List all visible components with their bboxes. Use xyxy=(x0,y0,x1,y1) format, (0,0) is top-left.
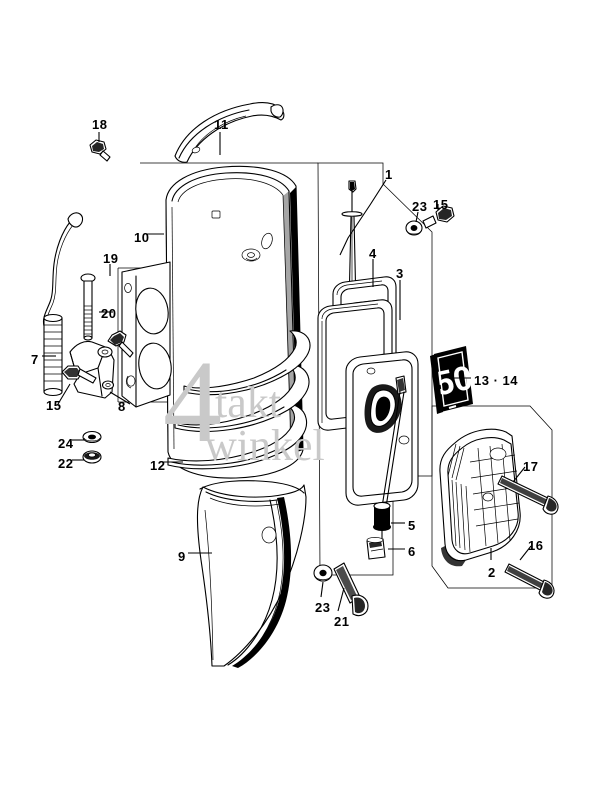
part-15-hex-bolt-left xyxy=(61,365,97,384)
part-7-cable-adjuster xyxy=(42,212,84,397)
callout-number: 1 xyxy=(385,167,393,182)
callout-number: 15 xyxy=(46,398,62,413)
callout-number: 16 xyxy=(528,538,544,553)
callout-number: 2 xyxy=(488,565,496,580)
part-17-lens-screw-long xyxy=(497,475,559,515)
callout-number: 10 xyxy=(134,230,150,245)
part-18-fender-screw xyxy=(89,139,111,162)
part-13-speed-plate-50: 50 xyxy=(430,346,476,414)
callout-number: 12 xyxy=(150,458,166,473)
callout-number: 18 xyxy=(92,117,108,132)
part-23-flat-washer-bottom xyxy=(313,564,333,582)
callout-number: 24 xyxy=(58,436,74,451)
callout-number: 19 xyxy=(103,251,119,266)
callout-number: 3 xyxy=(396,266,404,281)
part-2-tail-light-lens xyxy=(439,428,521,567)
part-9-rear-fender-lower-section xyxy=(196,480,307,668)
callout-number: 8 xyxy=(118,399,126,414)
callout-number: 20 xyxy=(101,306,117,321)
part-5-wire-grommet xyxy=(373,501,391,539)
part-22-lock-nut xyxy=(82,450,102,464)
callout-number: 6 xyxy=(408,544,416,559)
callout-number: 11 xyxy=(214,117,229,132)
callout-number: 13 · 14 xyxy=(474,373,518,388)
part-16-lens-screw-short xyxy=(504,563,555,599)
callout-number: 17 xyxy=(523,459,539,474)
callout-number: 22 xyxy=(58,456,74,471)
part-19-bracket-screw xyxy=(107,330,134,358)
part-23-flat-washer-top xyxy=(405,220,423,236)
part-8-mounting-bracket xyxy=(69,261,172,408)
leader-lines xyxy=(42,132,532,612)
part-15-hex-bolt-top xyxy=(422,205,455,229)
part-10-rear-fender-main-panel xyxy=(165,165,304,479)
part-24-spring-washer xyxy=(82,430,102,444)
callout-number: 23 xyxy=(412,199,428,214)
part-11-fender-trim-moulding xyxy=(174,102,285,163)
part-21-pan-head-bolt xyxy=(333,562,369,617)
part-6-rubber-bush xyxy=(366,537,386,560)
callout-number: 15 xyxy=(433,197,449,212)
callout-number: 21 xyxy=(334,614,350,629)
callout-number: 7 xyxy=(31,352,39,367)
callout-number: 9 xyxy=(178,549,186,564)
callout-number: 4 xyxy=(369,246,377,261)
callout-number: 5 xyxy=(408,518,416,533)
callout-number: 23 xyxy=(315,600,331,615)
license-plate-light-housing xyxy=(345,351,419,521)
part-20-long-stud-bolt xyxy=(80,273,96,341)
part-12-fender-brace-bar xyxy=(167,330,311,470)
